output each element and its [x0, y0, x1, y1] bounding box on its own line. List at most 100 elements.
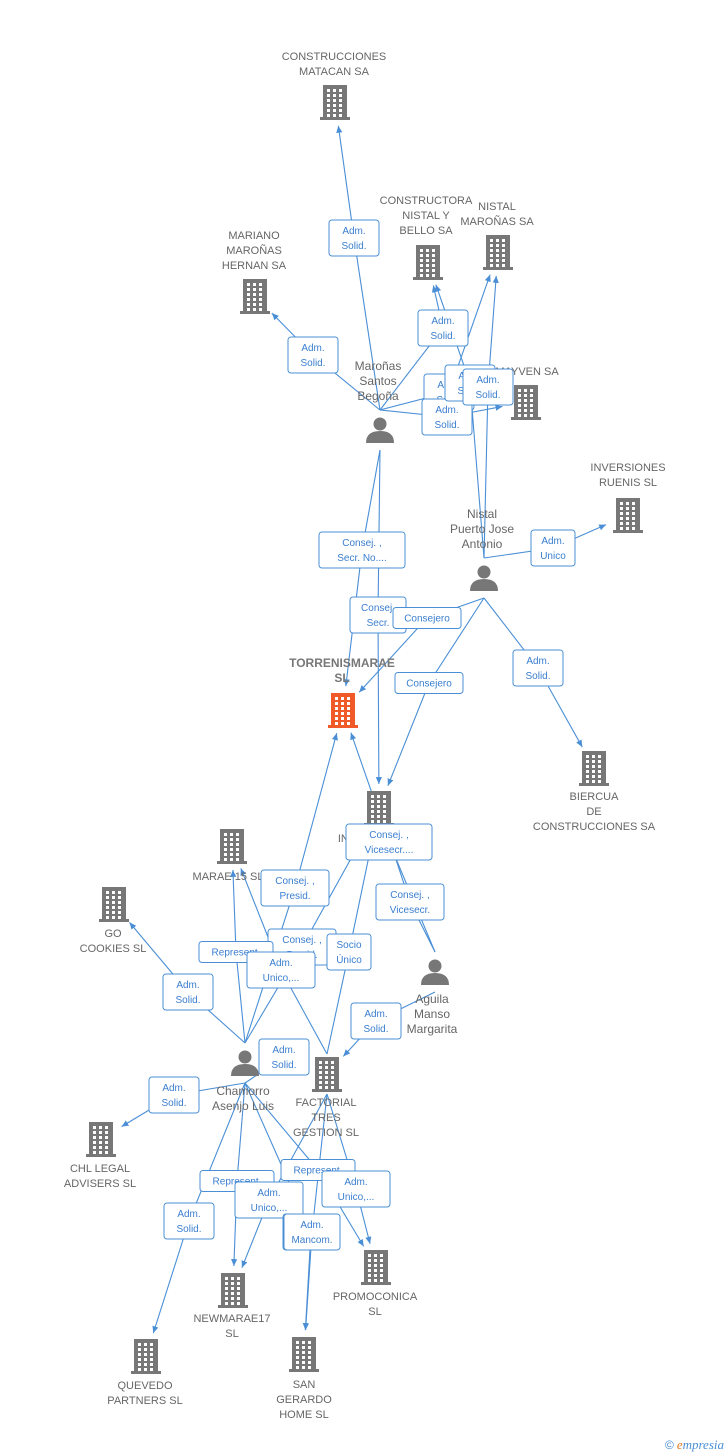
node-label-nistal_puerto-line-1: Nistal — [467, 507, 497, 521]
relation-text: Solid. — [363, 1024, 388, 1035]
node-construcciones_matacan[interactable]: CONSTRUCCIONES MATACAN SA — [282, 51, 387, 120]
relation-text: Solid. — [341, 241, 366, 252]
node-label-inversiones_ruenis-line-2: RUENIS SL — [599, 477, 657, 489]
node-constructora_nistal[interactable]: CONSTRUCTORA NISTAL Y BELLO SA — [380, 195, 473, 280]
relation-label-adm-mancom-31[interactable]: Adm.Mancom. — [283, 1213, 341, 1251]
chamorro_asenjo-person-icon — [231, 1050, 259, 1076]
relation-text: Adm. — [272, 1045, 295, 1056]
node-label-constructora_nistal-line-2: NISTAL Y — [402, 210, 450, 222]
relation-text: Adm. — [269, 958, 292, 969]
relation-text: Vicesecr. — [390, 905, 430, 916]
node-label-construcciones_matacan-line-2: MATACAN SA — [299, 66, 370, 78]
relation-label-consej-vicesecr-15[interactable]: Consej. ,Vicesecr. — [375, 883, 445, 921]
node-label-biercua-line-2: DE — [586, 806, 601, 818]
node-label-newmarae17-line-2: SL — [225, 1328, 238, 1340]
relation-text: Unico — [540, 551, 566, 562]
inversiones_ruenis-building-icon — [613, 498, 643, 533]
relation-label-adm-unico-29[interactable]: Adm.Unico,... — [321, 1170, 391, 1208]
relation-text: Presid. — [279, 891, 310, 902]
node-label-inversiones_ruenis-line-1: INVERSIONES — [590, 462, 665, 474]
relation-label-adm-solid-22[interactable]: Adm.Solid. — [162, 973, 214, 1011]
relation-label-consejero-13[interactable]: Consejero — [394, 672, 464, 694]
node-label-constructora_nistal-line-1: CONSTRUCTORA — [380, 195, 473, 207]
node-label-construcciones_matacan-line-1: CONSTRUCCIONES — [282, 51, 387, 63]
node-marae15[interactable]: MARAE 15 SL — [193, 829, 264, 883]
relation-label-adm-solid-24[interactable]: Adm. Solid. — [148, 1076, 200, 1114]
relation-text: Adm. — [364, 1009, 387, 1020]
relation-text: Consej. , — [369, 830, 408, 841]
relation-text: Unico,... — [251, 1203, 288, 1214]
node-inversiones_ruenis[interactable]: INVERSIONES RUENIS SL — [590, 462, 666, 533]
relation-text: Adm. — [476, 375, 499, 386]
node-label-biercua-line-1: BIERCUA — [570, 791, 620, 803]
go_cookies-building-icon — [99, 887, 129, 922]
node-label-factorial_tres-line-1: FACTORIAL — [296, 1097, 357, 1109]
relation-text: Solid. — [434, 420, 459, 431]
relation-text: Consej. , — [282, 935, 321, 946]
relation-label-adm-solid-3[interactable]: Adm.Solid. — [417, 309, 469, 347]
node-label-go_cookies-line-1: GO — [104, 928, 122, 940]
brand-footer[interactable]: ©empresia — [665, 1437, 724, 1453]
relation-text: Adm. — [526, 656, 549, 667]
node-label-mariano_maronas-line-1: MARIANO — [228, 230, 280, 242]
relation-text: Adm. — [342, 226, 365, 237]
relation-label-adm-solid-9[interactable]: Adm.Solid. — [512, 649, 564, 687]
biercua-building-icon — [579, 751, 609, 786]
node-go_cookies[interactable]: GO COOKIES SL — [80, 887, 147, 955]
relation-text: Adm. — [431, 316, 454, 327]
aguila_manso-person-icon — [421, 959, 449, 985]
relation-label-adm-solid-7[interactable]: Adm.Solid. — [462, 368, 514, 406]
relation-label-adm-solid-23[interactable]: Adm.Solid. — [258, 1038, 310, 1076]
node-label-quevedo_partners-line-2: PARTNERS SL — [107, 1395, 182, 1407]
edges-layer — [121, 125, 607, 1334]
node-label-maronas_santos-line-1: Maroñas — [355, 359, 402, 373]
node-label-mariano_maronas-line-3: HERNAN SA — [222, 260, 287, 272]
relation-text: Vicesecr.... — [365, 845, 414, 856]
relation-label-consej-presid-17[interactable]: Consej. ,Presid. — [260, 869, 330, 907]
node-label-nistal_maronas-line-2: MAROÑAS SA — [460, 215, 534, 228]
relation-text: Solid. — [161, 1098, 186, 1109]
maronas_santos-person-icon — [366, 417, 394, 443]
quevedo_partners-building-icon — [131, 1339, 161, 1374]
node-label-san_gerardo-line-1: SAN — [293, 1379, 316, 1391]
relation-label-consejero-12[interactable]: Consejero — [392, 607, 462, 629]
node-quevedo_partners[interactable]: QUEVEDO PARTNERS SL — [107, 1339, 183, 1407]
relation-label-adm-solid-25[interactable]: Adm.Solid. — [163, 1202, 215, 1240]
relation-label-adm-unico-8[interactable]: Adm.Unico — [530, 529, 576, 567]
relation-label-adm-solid-1[interactable]: Adm. Solid. — [328, 219, 380, 257]
relation-text: Único — [336, 953, 362, 966]
relation-label-consej-vicesecr-14[interactable]: Consej. , Vicesecr.... — [345, 823, 433, 861]
node-label-maronas_santos-line-3: Begoña — [357, 389, 399, 403]
relation-label-adm-unico-27[interactable]: Adm.Unico,... — [234, 1181, 304, 1219]
relation-label-consej-secr-no-10[interactable]: Consej. ,Secr. No.... — [318, 531, 406, 569]
relation-label-adm-unico-20[interactable]: Adm.Unico,... — [246, 951, 316, 989]
node-label-go_cookies-line-2: COOKIES SL — [80, 943, 147, 955]
relation-label-adm-solid-2[interactable]: Adm.Solid. — [287, 336, 339, 374]
nistal_puerto-person-icon — [470, 565, 498, 591]
relation-label-adm-solid-16[interactable]: Adm. Solid. — [350, 1002, 402, 1040]
node-label-quevedo_partners-line-1: QUEVEDO — [117, 1380, 172, 1392]
node-label-newmarae17-line-1: NEWMARAE17 — [193, 1313, 270, 1325]
node-label-torrenismarae-line-1: TORRENISMARAE — [289, 656, 395, 670]
inv-building-icon — [364, 791, 394, 826]
construcciones_matacan-building-icon — [320, 85, 350, 120]
relation-text: Secr. — [367, 618, 390, 629]
node-label-constructora_nistal-line-3: BELLO SA — [399, 225, 453, 237]
marae15-building-icon — [217, 829, 247, 864]
relation-text: Adm. — [162, 1083, 185, 1094]
chl_legal-building-icon — [86, 1122, 116, 1157]
